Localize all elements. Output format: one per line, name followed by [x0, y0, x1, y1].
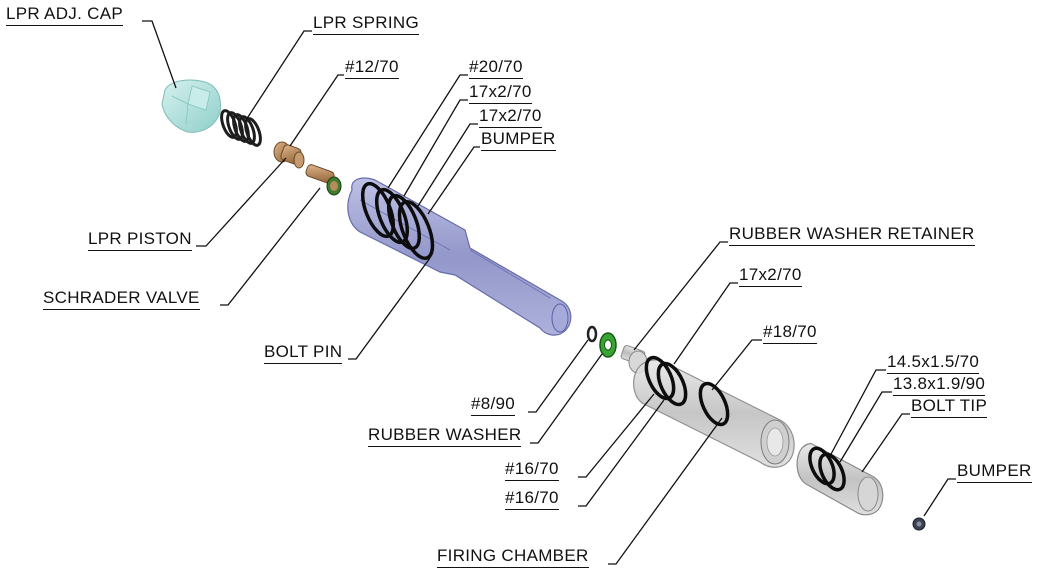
label-oring-20-70: #20/70 [469, 57, 523, 79]
label-oring-16-70-b: #16/70 [505, 488, 559, 510]
label-bumper-bottom: BUMPER [957, 461, 1032, 483]
label-oring-12-70: #12/70 [345, 57, 399, 79]
label-lpr-piston: LPR PISTON [88, 229, 192, 251]
label-oring-17x2-70-c: 17x2/70 [739, 265, 802, 287]
label-firing-chamber: FIRING CHAMBER [437, 546, 589, 568]
firing-chamber-orings [644, 355, 730, 427]
label-oring-8-90: #8/90 [471, 394, 516, 416]
label-oring-17x2-70-a: 17x2/70 [469, 82, 532, 104]
lpr-spring-part [220, 109, 262, 147]
schrader-valve-part [305, 164, 342, 196]
label-oring-16-70-a: #16/70 [505, 459, 559, 481]
leader-lines [142, 20, 956, 565]
small-oring-part [586, 325, 598, 343]
label-bolt-pin: BOLT PIN [264, 342, 343, 364]
label-lpr-spring: LPR SPRING [313, 13, 419, 35]
label-oring-17x2-70-b: 17x2/70 [479, 106, 542, 128]
bolt-tip-orings [808, 446, 846, 492]
bumper-bottom-part [912, 517, 926, 531]
label-oring-13-8: 13.8x1.9/90 [893, 374, 986, 396]
label-oring-14-5: 14.5x1.5/70 [887, 352, 980, 374]
lpr-piston-part [273, 141, 305, 169]
rubber-washer-part [599, 332, 617, 358]
label-rubber-washer-retainer: RUBBER WASHER RETAINER [729, 224, 975, 246]
label-schrader-valve: SCHRADER VALVE [43, 288, 200, 310]
label-oring-18-70: #18/70 [763, 322, 817, 344]
label-rubber-washer: RUBBER WASHER [368, 425, 522, 447]
lpr-adj-cap-part [161, 79, 221, 133]
bolt-pin-orings [360, 181, 435, 260]
bolt-pin-part [347, 177, 572, 336]
label-bumper-top: BUMPER [481, 129, 556, 151]
label-bolt-tip: BOLT TIP [911, 396, 988, 418]
label-lpr-adj-cap: LPR ADJ. CAP [6, 4, 123, 26]
